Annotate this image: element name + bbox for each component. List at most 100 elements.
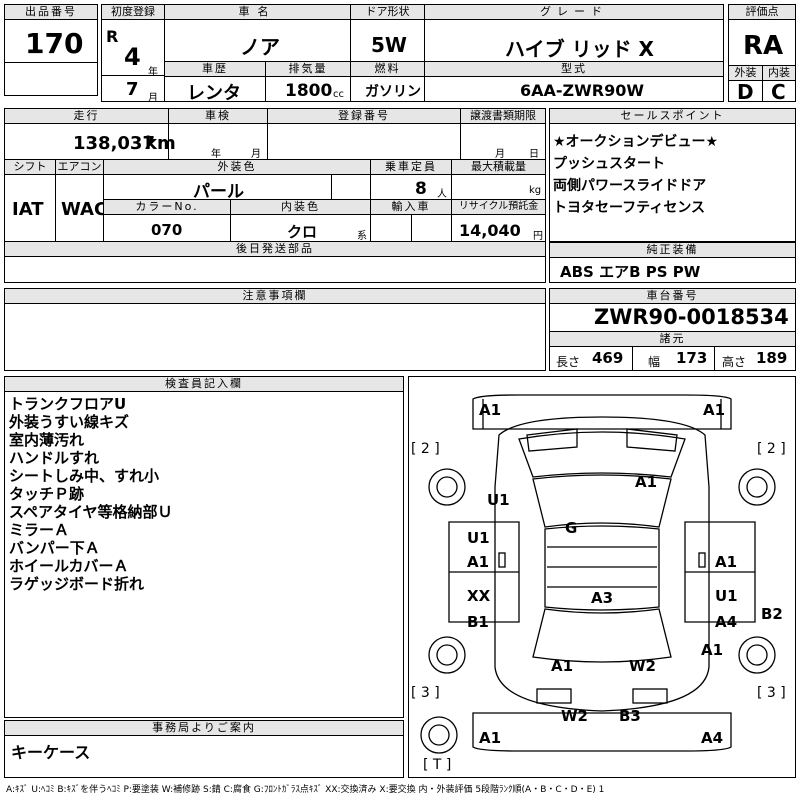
tire-bracket: [ 2 ]: [411, 441, 440, 457]
chassis-box: 車台番号 ZWR90-0018534 諸元 長さ 469 幅 173 高さ 18…: [549, 288, 796, 371]
inspector-notes-label: 検査員記入欄: [5, 377, 403, 392]
damage-mark: U1: [467, 529, 490, 547]
year-unit: 年: [148, 67, 158, 78]
color-number: 070: [151, 221, 183, 239]
month-unit: 月: [148, 93, 158, 104]
sales-points-box: セールスポイント ★オークションデビュー★ プッシュスタート 両側パワースライド…: [549, 108, 796, 242]
inspection-month-unit: 月: [251, 149, 261, 160]
damage-mark: A4: [701, 729, 724, 747]
mileage: 138,037: [73, 133, 155, 154]
tire-bracket: [ 3 ]: [757, 685, 786, 701]
sales-point: プッシュスタート: [553, 156, 665, 172]
recycle-label: リサイクル預託金: [452, 200, 545, 215]
transfer-deadline-label: 譲渡書類期限: [461, 109, 545, 124]
interior-color-unit: 系: [357, 231, 367, 242]
equipment: ABS エアB PS PW: [560, 263, 701, 281]
damage-mark: B2: [761, 605, 783, 623]
interior-grade: C: [771, 80, 786, 104]
later-parts-label: 後日発送部品: [5, 242, 545, 257]
lot-number-label: 出品番号: [5, 5, 97, 20]
caution-label: 注意事項欄: [5, 289, 545, 304]
displacement-label: 排気量: [266, 62, 350, 77]
damage-mark: A1: [635, 473, 658, 491]
reg-month: 7: [126, 79, 139, 100]
recycle-unit: 円: [533, 231, 543, 242]
history: レンタ: [187, 83, 241, 104]
legend: A:ｷｽﾞ U:ﾍｺﾐ B:ｷｽﾞを伴うﾍｺﾐ P:要塗装 W:補修跡 S:錆 …: [6, 785, 605, 795]
exterior-label: 外装: [729, 66, 762, 81]
model: 6AA-ZWR90W: [520, 81, 645, 100]
reg-year: 4: [124, 43, 141, 71]
capacity-label: 乗車定員: [371, 160, 451, 175]
sales-points-label: セールスポイント: [550, 109, 795, 124]
evaluation-box: 評価点 RA 外装 内装 D C: [728, 4, 796, 104]
spare-tire-bracket: [ T ]: [423, 757, 452, 773]
ac-label: エアコン: [56, 160, 103, 175]
damage-mark: U1: [715, 587, 738, 605]
width-label: 幅: [648, 355, 661, 369]
evaluation-score: RA: [743, 31, 784, 61]
office-note: キーケース: [11, 743, 91, 762]
inspector-note: シートしみ中、すれ小: [9, 467, 160, 485]
width: 173: [676, 349, 708, 367]
damage-mark: A4: [715, 613, 738, 631]
vehicle-details-box: 走行 138,037 km 車検 年 月 登録番号 譲渡書類期限 月 日 シフト…: [4, 108, 546, 283]
chassis-number: ZWR90-0018534: [594, 305, 789, 329]
damage-mark: A1: [703, 401, 726, 419]
registration-number-label: 登録番号: [268, 109, 460, 124]
damage-mark: B1: [467, 613, 489, 631]
import-label: 輸入車: [371, 200, 451, 215]
lot-number: 170: [25, 27, 84, 60]
interior-label: 内装: [763, 66, 795, 81]
damage-mark: B3: [619, 707, 641, 725]
damage-mark: W2: [561, 707, 588, 725]
car-outline-diagram: [420, 394, 776, 754]
grade-label: グレード: [425, 5, 723, 20]
dimensions-label: 諸元: [550, 332, 795, 347]
shift-label: シフト: [5, 160, 55, 175]
inspector-note: 外装うすい線キズ: [9, 413, 130, 431]
damage-mark: A1: [715, 553, 738, 571]
inspector-notes-list: トランクフロアU 外装うすい線キズ 室内薄汚れ ハンドルすれ シートしみ中、すれ…: [9, 395, 173, 593]
sales-point: 両側パワースライドドア: [553, 178, 707, 194]
displacement: 1800: [285, 81, 333, 101]
tire-bracket: [ 3 ]: [411, 685, 440, 701]
car-name-label: 車名: [165, 5, 350, 20]
displacement-unit: cc: [333, 89, 344, 100]
chassis-label: 車台番号: [550, 289, 795, 304]
office-notes-box: 事務局よりご案内 キーケース: [4, 720, 404, 778]
inspector-note: ラゲッジボード折れ: [9, 575, 145, 593]
damage-mark: XX: [467, 587, 491, 605]
equipment-label: 純正装備: [550, 243, 795, 258]
exterior-grade: D: [737, 80, 754, 104]
capacity-unit: 人: [437, 189, 447, 200]
transfer-day-unit: 日: [529, 149, 539, 160]
length: 469: [592, 349, 624, 367]
inspection-year-unit: 年: [211, 149, 221, 160]
exterior-color: パール: [193, 182, 244, 202]
inspector-note: スペアタイヤ等格納部Ｕ: [9, 503, 173, 521]
office-notes-label: 事務局よりご案内: [5, 721, 403, 736]
shift: IAT: [12, 199, 44, 220]
first-registration-box: 初度登録 R 4 年 7 月: [101, 4, 165, 104]
damage-diagram: A1 A1 U1 A1 G U1 A1 A1 XX B1 A3 U1 A4 B2…: [408, 376, 796, 778]
tire-bracket: [ 2 ]: [757, 441, 786, 457]
first-registration-label: 初度登録: [102, 5, 164, 20]
car-info-box: 車名 ノア ドア形状 5W グレード ハイブ リッド X 車歴 レンタ 排気量 …: [164, 4, 724, 104]
ac: WAC: [61, 199, 108, 220]
fuel-label: 燃料: [351, 62, 424, 77]
history-label: 車歴: [165, 62, 265, 77]
inspector-note: ハンドルすれ: [9, 449, 100, 467]
damage-mark: A3: [591, 589, 614, 607]
car-name: ノア: [240, 35, 280, 59]
sales-point: ★オークションデビュー★: [553, 134, 719, 150]
interior-color-label: 内装色: [231, 200, 370, 215]
length-label: 長さ: [556, 355, 581, 369]
inspection-label: 車検: [169, 109, 267, 124]
height-label: 高さ: [722, 355, 747, 369]
interior-color: クロ: [287, 223, 318, 241]
recycle-fee: 14,040: [459, 221, 521, 240]
max-load-label: 最大積載量: [452, 160, 545, 175]
sales-point: トヨタセーフティセンス: [553, 200, 706, 216]
damage-mark: A1: [701, 641, 724, 659]
